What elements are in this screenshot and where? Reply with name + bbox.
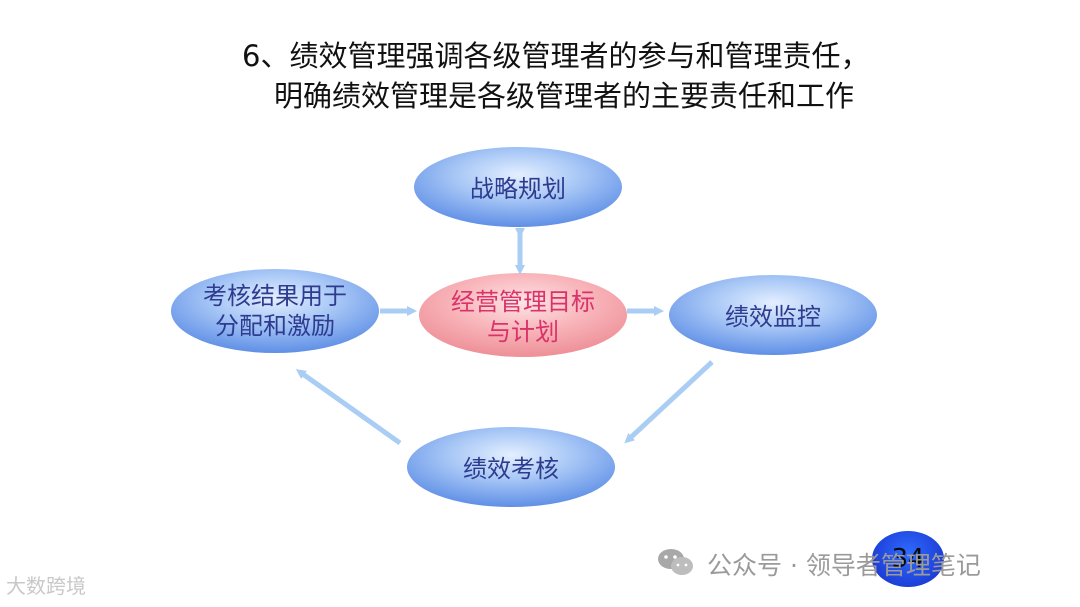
- node-apply-line-2: 分配和激励: [215, 312, 335, 340]
- page-number: 34: [872, 531, 944, 587]
- node-center-line-2: 与计划: [487, 318, 559, 346]
- wechat-icon: [656, 546, 696, 584]
- node-center: [419, 273, 627, 357]
- node-monitor: [669, 275, 877, 355]
- arrow-appraisal-apply: [295, 369, 402, 446]
- node-strategy-label: 战略规划: [470, 175, 566, 203]
- watermark-left: 大数跨境: [6, 574, 86, 598]
- node-apply-label: 考核结果用于 分配和激励: [171, 281, 379, 341]
- node-apply: [171, 269, 379, 353]
- node-appraisal-label: 绩效考核: [463, 455, 559, 483]
- title-line-2: 明确绩效管理是各级管理者的主要责任和工作: [274, 79, 855, 113]
- node-monitor-label: 绩效监控: [725, 303, 821, 331]
- arrow-monitor-appraisal: [624, 360, 714, 444]
- node-appraisal: [407, 427, 615, 507]
- node-apply-line-1: 考核结果用于: [203, 282, 347, 310]
- watermark-text: 公众号 · 领导者管理笔记: [707, 551, 981, 580]
- node-strategy: [414, 147, 622, 227]
- node-center-line-1: 经营管理目标: [451, 288, 595, 316]
- title-line-1: 6、绩效管理强调各级管理者的参与和管理责任，: [242, 39, 870, 73]
- node-center-label: 经营管理目标 与计划: [419, 287, 627, 347]
